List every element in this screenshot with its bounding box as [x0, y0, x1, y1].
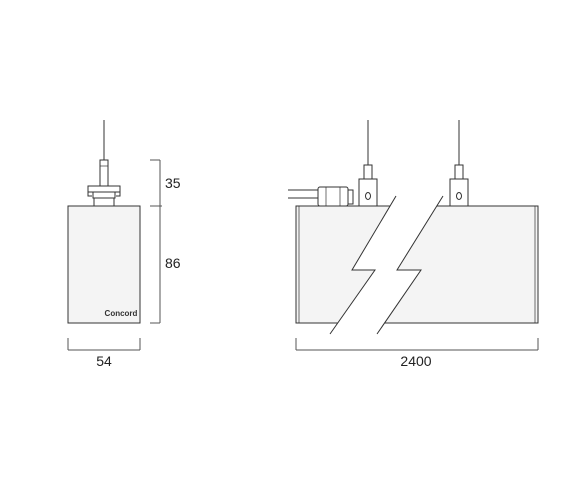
- length-label: 2400: [400, 353, 431, 369]
- brand-logo: Concord: [105, 309, 138, 318]
- mounting-clamp: [87, 185, 121, 207]
- end-view: Concord 35 86 54: [67, 120, 181, 369]
- length-dimension: [295, 338, 539, 351]
- luminaire-body-end: [67, 205, 141, 324]
- width-label: 54: [96, 353, 112, 369]
- suspension-1: [358, 120, 378, 207]
- width-dimension: [67, 338, 141, 351]
- side-view: 2400: [288, 120, 539, 369]
- height-dimensions: [150, 159, 162, 324]
- feed-connector: [288, 186, 354, 207]
- cable-gripper-end: [99, 159, 109, 187]
- break-symbol: [329, 195, 444, 335]
- body-height-label: 86: [165, 255, 181, 271]
- suspension-2: [449, 120, 469, 207]
- suspension-height-label: 35: [165, 175, 181, 191]
